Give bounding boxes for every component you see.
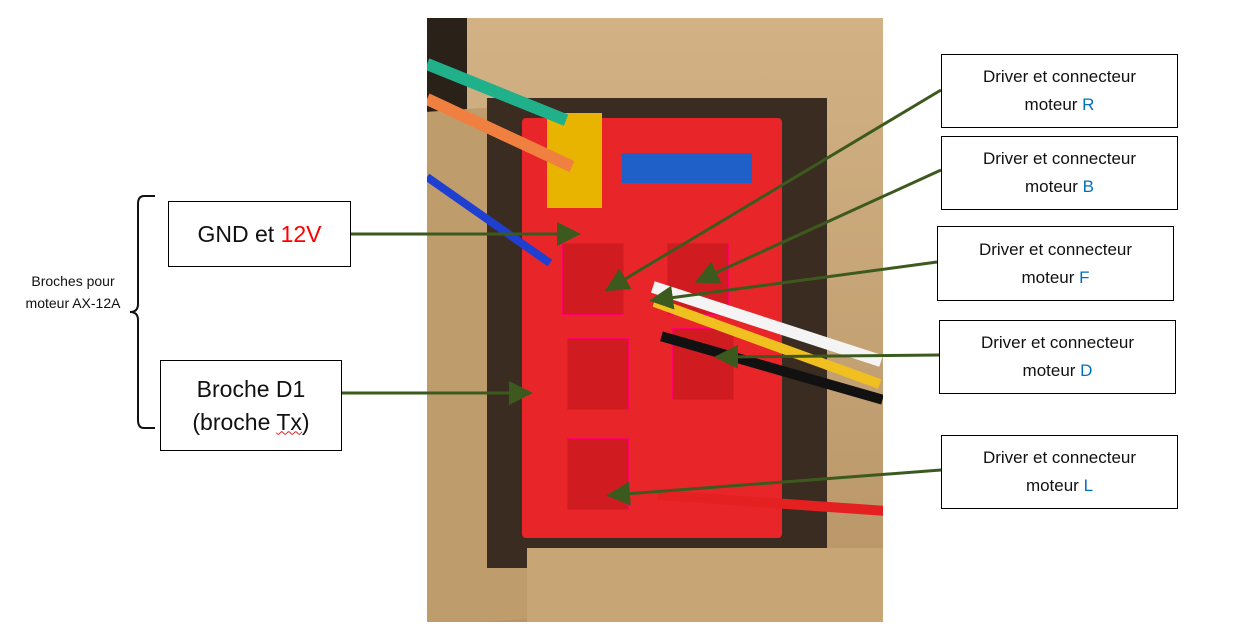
motor-letter: B (1082, 177, 1094, 196)
motor-letter: R (1082, 95, 1095, 114)
label-line1: Driver et connecteur (980, 333, 1135, 352)
label-text: moteur (1025, 177, 1083, 196)
label-word: Tx (276, 408, 302, 435)
label-text: moteur (1024, 95, 1083, 114)
label-driver-b: Driver et connecteur moteur B (941, 136, 1178, 210)
label-text: moteur (1022, 361, 1081, 380)
label-text: ) (301, 408, 310, 435)
label-d1: Broche D1 (broche Tx) (160, 360, 342, 451)
brace (129, 195, 155, 429)
label-driver-l: Driver et connecteur moteur L (941, 435, 1178, 509)
label-line1: Driver et connecteur (982, 448, 1137, 467)
label-text: moteur (1025, 476, 1084, 495)
board-photo (427, 18, 883, 622)
side-label: Broches pour moteur AX-12A (25, 273, 121, 311)
label-text: moteur (1021, 267, 1080, 287)
label-line1: Driver et connecteur (982, 149, 1137, 168)
arrow-d (714, 344, 940, 369)
arrow-r (604, 88, 942, 292)
motor-letter: F (1079, 267, 1090, 287)
label-text: (broche (192, 408, 277, 435)
label-gnd-12v: GND et 12V (168, 201, 351, 267)
arrow-f (649, 260, 938, 310)
motor-letter: D (1080, 361, 1093, 380)
label-line1: Driver et connecteur (978, 239, 1133, 259)
label-driver-d: Driver et connecteur moteur D (939, 320, 1176, 394)
label-driver-r: Driver et connecteur moteur R (941, 54, 1178, 128)
label-text: GND et (197, 220, 281, 247)
motor-letter: L (1083, 476, 1094, 495)
label-highlight: 12V (280, 220, 322, 247)
arrow-l (606, 468, 942, 506)
label-driver-f: Driver et connecteur moteur F (937, 226, 1174, 301)
label-line1: Broche D1 (196, 375, 306, 402)
arrow-b (694, 168, 942, 284)
label-line1: Driver et connecteur (982, 67, 1137, 86)
